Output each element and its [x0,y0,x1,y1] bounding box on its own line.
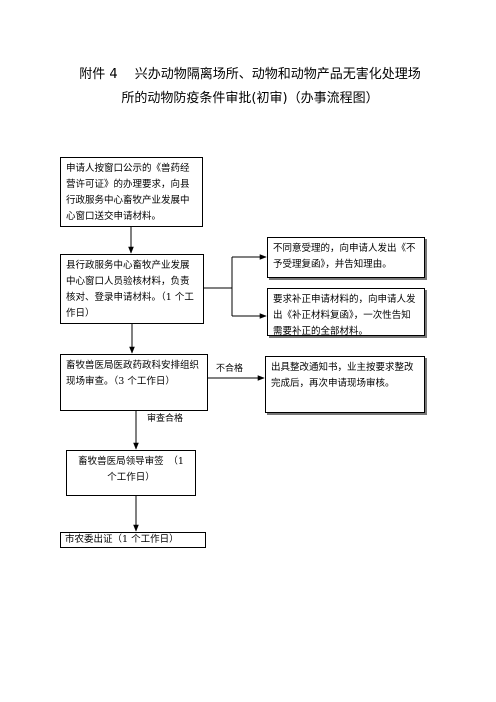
step-site-inspection: 畜牧兽医局医政药政科安排组织现场审查。（3 个工作日） [60,354,208,411]
step-issue-certificate: 市农委出证（1 个工作日） [60,532,206,548]
document-title-line-1: 附件 4 兴办动物隔离场所、动物和动物产品无害化处理场 [79,67,421,82]
step-verify-materials: 县行政服务中心畜牧产业发展中心窗口人员验核材料，负责核对、登录申请材料。（1 个… [60,254,204,324]
step-submit-application: 申请人按窗口公示的《兽药经营许可证》的办理要求，向县行政服务中心畜牧产业发展中心… [60,157,203,227]
label-pass: 审查合格 [147,414,184,424]
document-title-line-2: 所的动物防疫条件审批(初审)（办事流程图） [121,91,379,106]
branch-rectification-notice: 出具整改通知书，业主按要求整改完成后，再次申请现场审核。 [265,356,425,413]
branch-supplement-notice: 要求补正申请材料的，向申请人发出《补正材料复函》，一次性告知需要补正的全部材料。 [267,288,425,337]
branch-reject-notice: 不同意受理的，向申请人发出《不予受理复函》，并告知理由。 [267,237,425,278]
step-leader-approval: 畜牧兽医局领导审签 （1 个工作日） [66,450,196,496]
label-fail: 不合格 [216,364,244,374]
